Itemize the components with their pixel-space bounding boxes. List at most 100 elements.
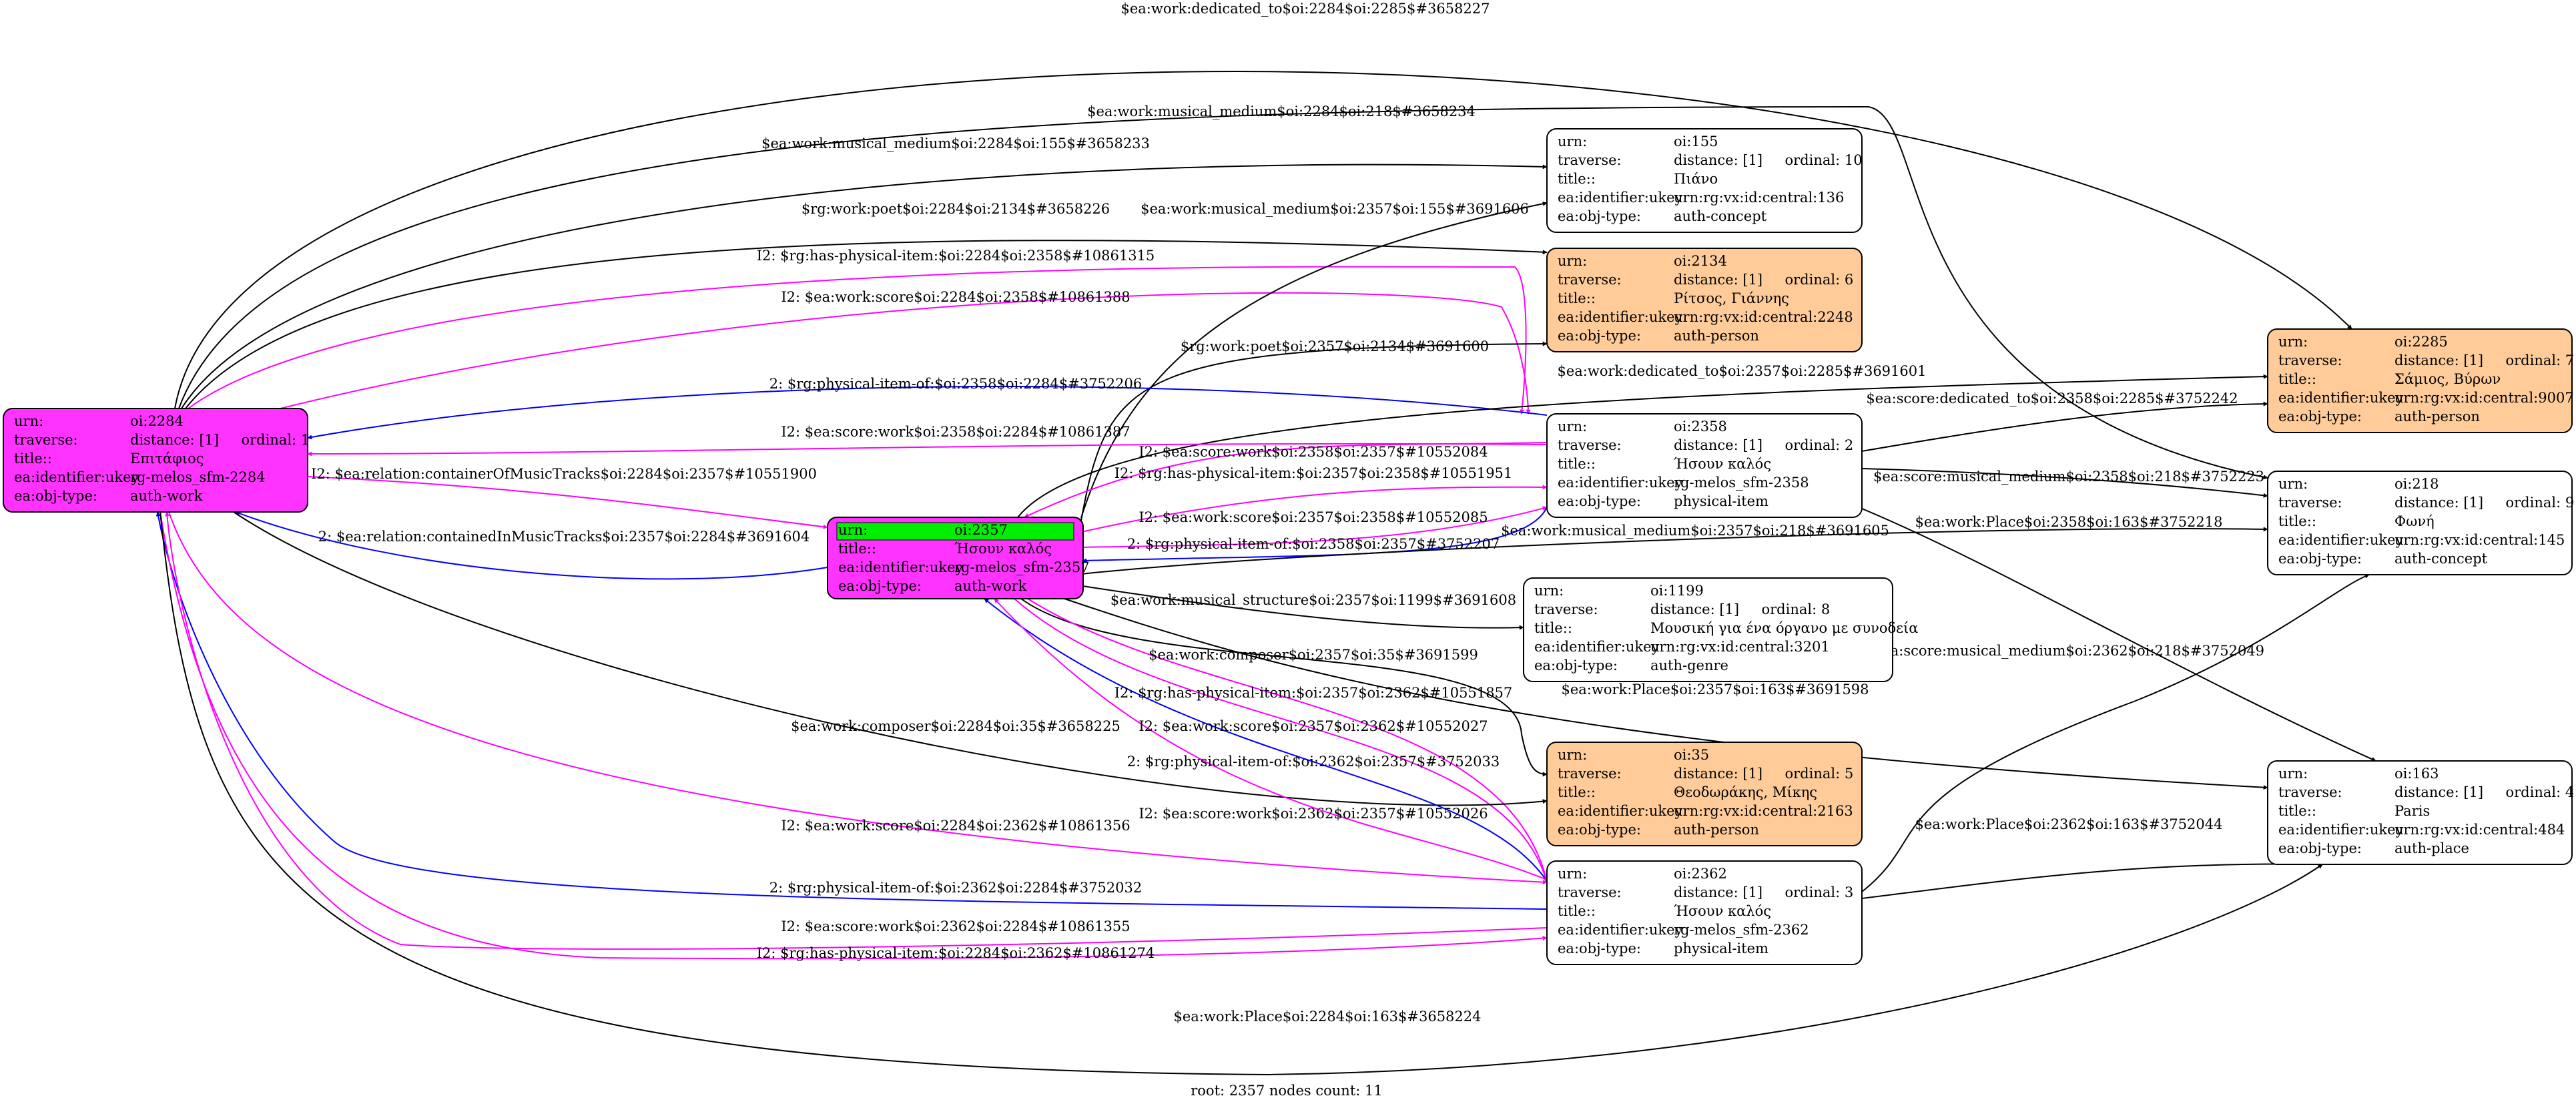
node-field-value: oi:218	[2394, 476, 2439, 492]
node-field-value: rg-melos_sfm-2358	[1674, 475, 1809, 491]
edge-label: $ea:work:composer$oi:2357$oi:35$#3691599	[1149, 647, 1478, 663]
node-field-key: ea:obj-type:	[1558, 328, 1641, 344]
node-field-key: urn:	[14, 413, 43, 429]
node-field-key: ea:obj-type:	[1558, 822, 1641, 838]
node-field-key: traverse:	[1558, 272, 1622, 288]
node-field-value: distance: [1] ordinal: 1	[130, 432, 310, 448]
node-field-value: Ήσουν καλός	[1674, 456, 1771, 472]
node-field-key: ea:identifier:ukey	[1558, 922, 1683, 938]
edge-black	[1080, 341, 1548, 521]
edge-label: $ea:work:composer$oi:2284$oi:35$#3658225	[791, 718, 1120, 734]
node-field-key: ea:obj-type:	[838, 578, 922, 594]
node-field-key: title::	[1558, 456, 1596, 472]
edge-black	[181, 164, 1548, 409]
edge-black	[1017, 374, 2268, 518]
node-field-key: title::	[1534, 620, 1572, 636]
node-field-value: auth-concept	[1674, 208, 1767, 224]
node-field-value: auth-concept	[2394, 551, 2488, 567]
node-field-key: traverse:	[1558, 437, 1622, 453]
edge-black	[1861, 401, 2268, 452]
node-field-value: auth-work	[130, 488, 203, 504]
node-field-value: Ήσουν καλός	[1674, 903, 1771, 919]
node-field-key: title::	[838, 541, 876, 557]
edge-black	[1861, 862, 2323, 899]
edge-label: I2: $rg:has-physical-item:$oi:2284$oi:23…	[757, 248, 1155, 264]
edge-label: I2: $ea:score:work$oi:2358$oi:2357$#1055…	[1139, 444, 1488, 460]
node-field-key: ea:obj-type:	[14, 488, 97, 504]
edge-black	[233, 511, 1548, 806]
node-field-value: Ρίτσος, Γιάννης	[1674, 290, 1789, 306]
node-field-value: oi:2285	[2394, 334, 2448, 350]
node-field-key: urn:	[1558, 747, 1587, 763]
node-box	[1546, 413, 1863, 518]
edge-black	[185, 240, 1548, 409]
node-box	[3, 408, 308, 513]
node-field-value: Ήσουν καλός	[954, 541, 1052, 557]
node-box	[1546, 742, 1863, 846]
edge-black	[1064, 598, 2268, 790]
node-field-key: ea:obj-type:	[1558, 493, 1641, 509]
node-field-value: Μουσική για ένα όργανο με συνοδεία	[1650, 620, 1918, 636]
edge-magenta	[1024, 442, 1548, 518]
node-field-value: distance: [1] ordinal: 6	[1674, 272, 1853, 288]
edge-magenta	[1014, 598, 1548, 883]
node-field-value: Πιάνο	[1674, 171, 1718, 187]
node-field-value: oi:2284	[130, 413, 184, 429]
node-field-key: ea:identifier:ukey	[1558, 309, 1683, 325]
node-field-key: title::	[2278, 513, 2316, 529]
node-field-key: urn:	[2278, 766, 2308, 782]
node-field-key: ea:obj-type:	[2278, 408, 2362, 425]
node-field-value: urn:rg:vx:id:central:484	[2394, 822, 2565, 838]
node-field-value: oi:163	[2394, 766, 2439, 782]
node-field-value: urn:rg:vx:id:central:3201	[1650, 639, 1830, 655]
edge-label: $ea:work:musical_medium$oi:2284$oi:218$#…	[1087, 103, 1476, 119]
edge-label: $ea:score:dedicated_to$oi:2358$oi:2285$#…	[1866, 390, 2238, 406]
node-field-value: urn:rg:vx:id:central:2248	[1674, 309, 1853, 325]
edge-magenta	[1027, 598, 1548, 882]
node-field-value: rg-melos_sfm-2362	[1674, 922, 1809, 938]
node-field-value: auth-genre	[1650, 657, 1728, 673]
node-field-value: oi:2358	[1674, 419, 1727, 435]
node-field-value: physical-item	[1674, 940, 1768, 956]
graph-footer: root: 2357 nodes count: 11	[1191, 1083, 1383, 1099]
node-field-value: distance: [1] ordinal: 9	[2394, 495, 2574, 511]
node-field-value: auth-person	[2394, 408, 2480, 425]
node-field-value: urn:rg:vx:id:central:136	[1674, 190, 1844, 206]
edge-label: $ea:work:dedicated_to$oi:2284$oi:2285$#3…	[1120, 1, 1490, 17]
edge-label: I2: $ea:score:work$oi:2362$oi:2357$#1055…	[1139, 806, 1488, 822]
node-field-value: Θεοδωράκης, Μίκης	[1674, 784, 1817, 800]
node-field-value: oi:155	[1674, 133, 1718, 150]
edge-label: I2: $ea:score:work$oi:2358$oi:2284$#1086…	[781, 424, 1130, 440]
node-field-key: title::	[2278, 803, 2316, 819]
node-box	[1523, 577, 1893, 682]
edge-label: 2: $rg:physical-item-of:$oi:2358$oi:2357…	[1127, 536, 1500, 552]
node-field-key: urn:	[1558, 419, 1587, 435]
edge-magenta	[280, 292, 1531, 414]
edge-black	[1861, 573, 2370, 892]
node-field-key: traverse:	[1558, 766, 1622, 782]
node-field-key: ea:identifier:ukey	[2278, 532, 2404, 548]
edge-label: $ea:work:dedicated_to$oi:2357$oi:2285$#3…	[1557, 363, 1926, 379]
edge-label: $ea:score:musical_medium$oi:2358$oi:218$…	[1873, 469, 2264, 485]
node-field-key: traverse:	[2278, 352, 2342, 368]
node-field-key: urn:	[1558, 133, 1587, 150]
edge-label: $ea:work:musical_medium$oi:2284$oi:155$#…	[761, 135, 1150, 152]
edge-labels-layer: $ea:work:dedicated_to$oi:2284$oi:2285$#3…	[311, 1, 2264, 1025]
edge-label: $ea:work:Place$oi:2362$oi:163$#3752044	[1915, 816, 2223, 832]
node-field-key: ea:identifier:ukey	[2278, 390, 2404, 406]
edge-label: I2: $ea:work:score$oi:2284$oi:2362$#1086…	[781, 818, 1130, 834]
edge-black	[1861, 508, 2376, 762]
edge-label: I2: $ea:work:score$oi:2284$oi:2358$#1086…	[781, 289, 1130, 305]
